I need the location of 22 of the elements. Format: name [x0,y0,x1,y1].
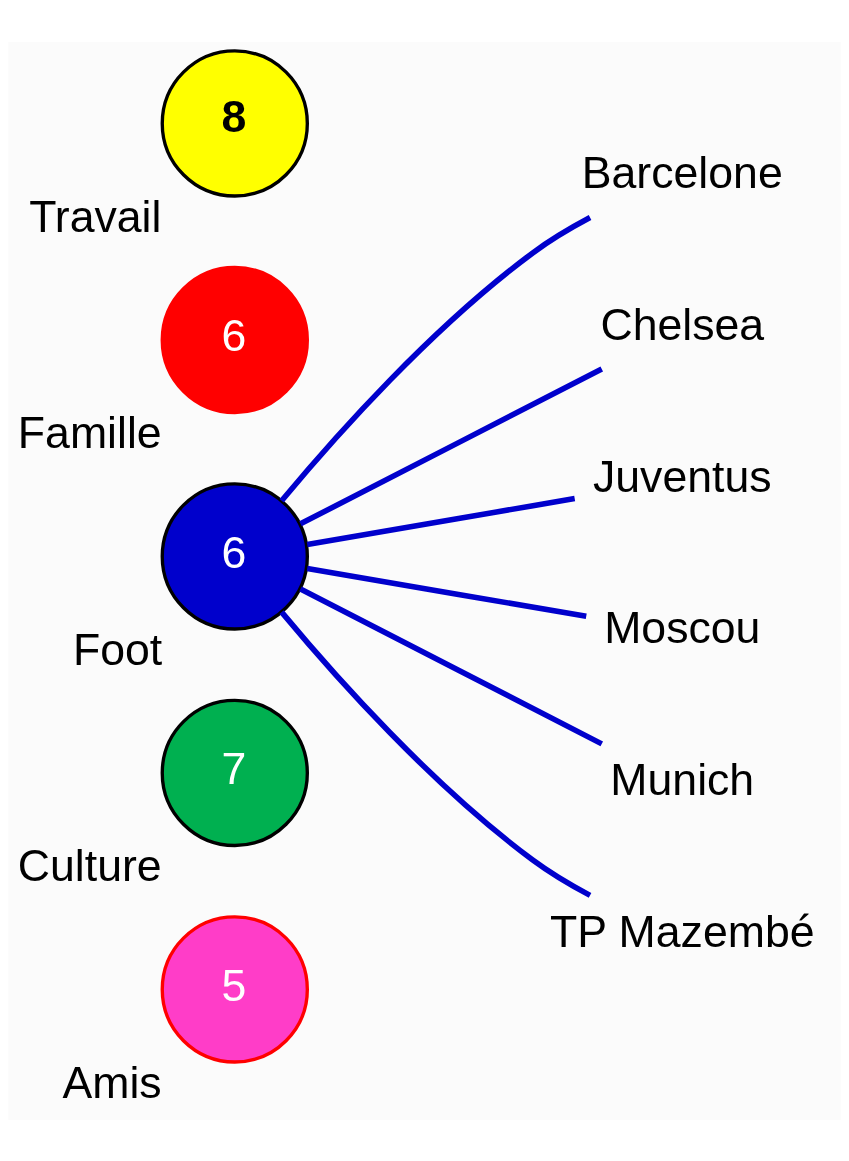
node-label: Travail [29,191,162,241]
node-text: Chelsea [600,299,765,349]
node-circle: 6 [160,265,309,414]
node-label: Amis [62,1057,162,1107]
node-text: Moscou [604,602,761,652]
node-label: Foot [72,624,163,674]
node-circle: 6 [160,481,309,631]
node-circle: 8 [160,48,309,198]
node-circle: 5 [160,914,309,1064]
node-text: Juventus [592,451,772,501]
node-label: Culture [17,840,162,890]
node-text: Munich [610,754,755,804]
connector [299,366,604,526]
connector [306,565,587,619]
node-circle: 7 [160,698,309,847]
node-text: Barcelone [581,147,783,197]
connector [306,495,576,547]
node-text: TP Mazembé [550,906,815,956]
connector [279,214,592,503]
connector [279,609,592,898]
node-label: Famille [17,407,162,457]
connector [299,586,604,746]
